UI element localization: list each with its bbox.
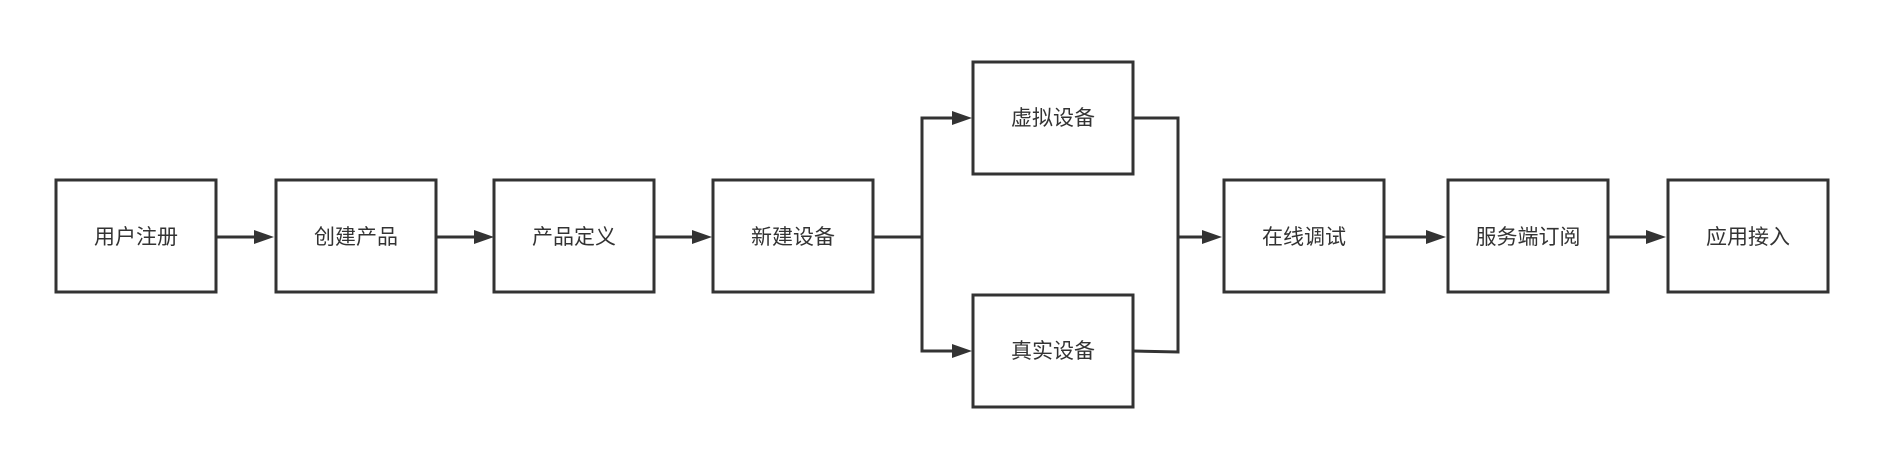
arrowhead [692, 230, 712, 244]
node-label: 产品定义 [532, 225, 616, 249]
node-label: 应用接入 [1706, 225, 1790, 249]
node-user-register: 用户注册 [54, 178, 218, 294]
node-server-subscription: 服务端订阅 [1446, 178, 1610, 294]
node-label: 创建产品 [314, 225, 398, 249]
node-product-definition: 产品定义 [492, 178, 656, 294]
edge-new-device-to-real-device [920, 237, 954, 353]
node-label: 在线调试 [1262, 225, 1346, 249]
node-real-device: 真实设备 [971, 293, 1135, 409]
node-app-access: 应用接入 [1666, 178, 1830, 294]
arrowhead [254, 230, 274, 244]
node-virtual-device: 虚拟设备 [971, 60, 1135, 176]
node-label: 用户注册 [94, 225, 178, 249]
node-online-debug: 在线调试 [1222, 178, 1386, 294]
arrowhead [1202, 230, 1222, 244]
edges [216, 111, 1666, 358]
node-label: 服务端订阅 [1476, 225, 1581, 249]
arrowhead [952, 344, 972, 358]
arrowhead [952, 111, 972, 125]
node-new-device: 新建设备 [711, 178, 875, 294]
edge-real-device-to-online-debug [1132, 237, 1180, 354]
arrowhead [1426, 230, 1446, 244]
node-label: 虚拟设备 [1011, 106, 1095, 130]
node-label: 新建设备 [751, 225, 835, 249]
arrowhead [474, 230, 494, 244]
node-create-product: 创建产品 [274, 178, 438, 294]
arrowhead [1646, 230, 1666, 244]
node-label: 真实设备 [1011, 339, 1095, 363]
edge-new-device-to-virtual-device [873, 116, 954, 239]
edge-virtual-device-to-online-debug [1133, 116, 1204, 239]
